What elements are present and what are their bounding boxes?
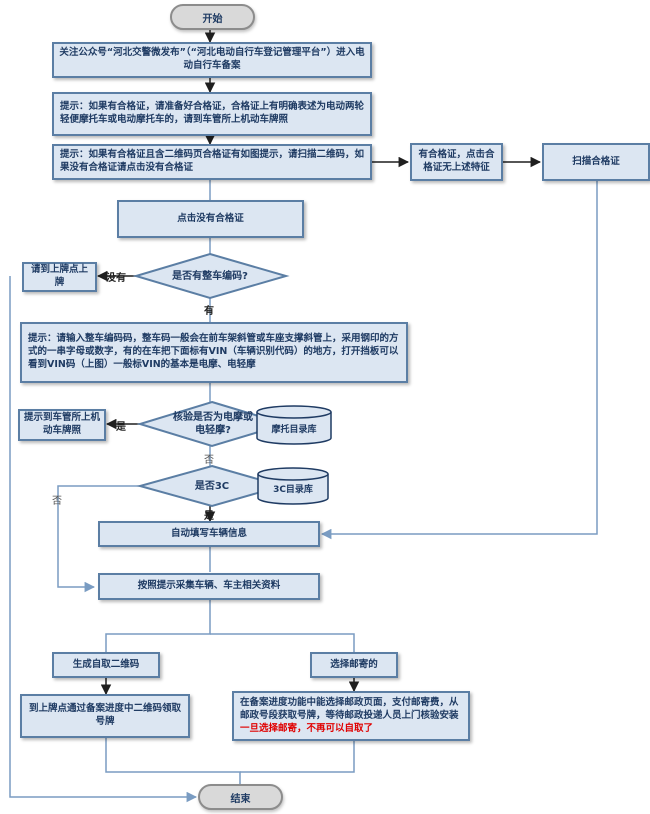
- edge-label-no-code: 没有: [106, 273, 126, 284]
- edge-3c-no-to-collect: [57, 485, 140, 593]
- motor-db-cylinder: [256, 405, 332, 445]
- edge-collect-split: [105, 600, 211, 652]
- follow-account-box: 关注公众号“河北交警微发布”（“河北电动自行车登记管理平台”）进入电动自行车备案: [52, 42, 372, 78]
- end-terminator: 结束: [198, 784, 283, 810]
- mail-detail-box: 在备案进度功能中能选择邮政页面，支付邮寄费，从邮政号段获取号牌，等待邮政投递人员…: [232, 691, 470, 741]
- pickup-box: 到上牌点通过备案进度中二维码领取号牌: [20, 694, 190, 738]
- edge-scan-to-autofill: [320, 181, 598, 540]
- 3c-db-cylinder: [257, 467, 329, 505]
- go-dmv-box: 提示到车管所上机动车牌照: [18, 409, 106, 441]
- mail-warning-text: 一旦选择邮寄，不再可以自取了: [240, 722, 374, 734]
- edge-detail-to-end: [240, 741, 355, 773]
- go-plate-point-box: 请到上牌点上牌: [22, 262, 97, 292]
- collect-info-box: 按照提示采集车辆、车主相关资料: [98, 573, 320, 600]
- motor-db-label: 摩托目录库: [271, 424, 317, 435]
- is-3c-text: 是否3C: [194, 480, 230, 492]
- edge-pickup-to-end: [105, 738, 241, 784]
- decision-has-vehicle-code: [132, 252, 290, 300]
- edge-label-3c-no: 否: [52, 496, 62, 507]
- scan-cert-box: 扫描合格证: [542, 143, 650, 181]
- edge-label-motor-yes: 是: [116, 422, 126, 433]
- choose-mail-box: 选择邮寄的: [310, 652, 398, 678]
- check-motor-text: 核验是否为电摩或电轻摩?: [173, 412, 253, 436]
- edge-label-motor-no: 否: [204, 455, 214, 466]
- autofill-box: 自动填写车辆信息: [98, 521, 320, 547]
- edge-plate-to-end: [9, 276, 198, 803]
- has-cert-click-box: 有合格证，点击合格证无上述特征: [410, 143, 503, 181]
- hint-certificate-box: 提示：如果有合格证，请准备好合格证，合格证上有明确表述为电动两轮轻便摩托车或电动…: [52, 92, 372, 136]
- edge-collect-split-right: [210, 633, 355, 652]
- mail-detail-text: 在备案进度功能中能选择邮政页面，支付邮寄费，从邮政号段获取号牌，等待邮政投递人员…: [240, 697, 459, 721]
- has-vehicle-code-text: 是否有整车编码?: [172, 270, 248, 282]
- hint-qrcode-box: 提示：如果有合格证且含二维码页合格证有如图提示，请扫描二维码，如果没有合格证请点…: [52, 144, 372, 180]
- hint-vin-box: 提示：请输入整车编码码，整车码一般会在前车架斜管或车座支撑斜管上，采用钢印的方式…: [20, 322, 408, 383]
- start-terminator: 开始: [170, 4, 255, 30]
- edge-label-3c-yes: 是: [204, 511, 214, 522]
- click-no-cert-box: 点击没有合格证: [117, 200, 304, 238]
- gen-qr-box: 生成自取二维码: [52, 652, 160, 678]
- 3c-db-label: 3C目录库: [273, 484, 313, 495]
- edge-label-yes-code: 有: [204, 306, 214, 317]
